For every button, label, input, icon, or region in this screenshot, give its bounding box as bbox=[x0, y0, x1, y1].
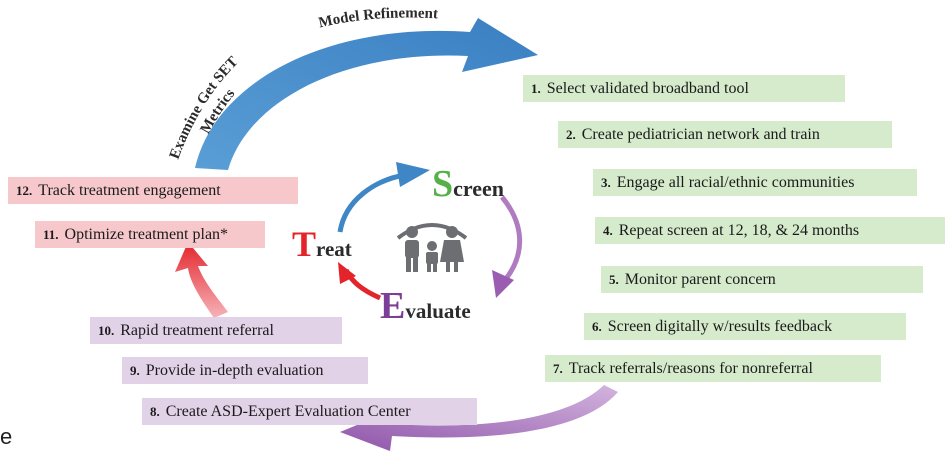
step-number: 5. bbox=[609, 272, 619, 287]
step-7-box: 7. Track referrals/reasons for nonreferra… bbox=[545, 355, 881, 382]
step-label: Provide in-depth evaluation bbox=[145, 362, 324, 379]
step-label: Rapid treatment referral bbox=[120, 322, 274, 339]
step-number: 8. bbox=[150, 404, 160, 419]
screen-initial: S bbox=[432, 163, 453, 205]
step-label: Track referrals/reasons for nonreferral bbox=[568, 360, 813, 377]
step-8-box: 8. Create ASD-Expert Evaluation Center bbox=[142, 398, 477, 425]
stray-letter: e bbox=[0, 424, 13, 449]
step-number: 9. bbox=[130, 363, 140, 378]
inner-treat-to-screen-arrow bbox=[337, 172, 406, 233]
model-refinement-arrow bbox=[195, 18, 538, 170]
step-number: 12. bbox=[16, 183, 33, 198]
family-icon bbox=[396, 223, 468, 272]
step-1-box: 1. Select validated broadband tool bbox=[523, 75, 845, 102]
step-4-box: 4. Repeat screen at 12, 18, & 24 months bbox=[595, 217, 945, 244]
step-11-box: 11. Optimize treatment plan* bbox=[35, 221, 265, 248]
step-label: Engage all racial/ethnic communities bbox=[616, 174, 855, 191]
step-12-box: 12. Track treatment engagement bbox=[8, 177, 298, 204]
step-label: Monitor parent concern bbox=[624, 271, 776, 288]
evaluate-rest: valuate bbox=[405, 299, 470, 323]
inner-screen-to-evaluate-arrowhead bbox=[492, 270, 514, 298]
inner-treat-to-screen-arrowhead bbox=[396, 162, 430, 187]
model-refinement-label: Model Refinement bbox=[317, 5, 438, 31]
step-label: Optimize treatment plan* bbox=[64, 226, 229, 243]
step-3-box: 3. Engage all racial/ethnic communities bbox=[593, 169, 917, 196]
step-number: 7. bbox=[553, 361, 563, 376]
model-refinement-label-text: Model Refinement bbox=[317, 5, 438, 31]
inner-evaluate-to-treat-arrowhead bbox=[338, 262, 356, 284]
evaluate-initial: E bbox=[380, 285, 405, 327]
step-label: Create ASD-Expert Evaluation Center bbox=[165, 403, 411, 420]
step-label: Select validated broadband tool bbox=[546, 80, 749, 97]
screen-word: Screen bbox=[432, 163, 504, 205]
screen-rest: creen bbox=[453, 176, 504, 201]
treat-initial: T bbox=[292, 224, 316, 264]
step-number: 1. bbox=[531, 81, 541, 96]
evaluate-word: Evaluate bbox=[380, 285, 471, 327]
step-2-box: 2. Create pediatrician network and train bbox=[558, 121, 892, 148]
step-number: 2. bbox=[566, 127, 576, 142]
step-6-box: 6. Screen digitally w/results feedback bbox=[584, 313, 906, 340]
outer-evaluation-arrow bbox=[340, 385, 618, 451]
step-label: Screen digitally w/results feedback bbox=[607, 318, 833, 335]
step-number: 3. bbox=[601, 175, 611, 190]
step-number: 6. bbox=[592, 319, 602, 334]
step-number: 11. bbox=[43, 227, 59, 242]
step-label: Repeat screen at 12, 18, & 24 months bbox=[618, 222, 860, 239]
treat-word: Treat bbox=[292, 224, 352, 264]
step-number: 10. bbox=[98, 323, 115, 338]
step-10-box: 10. Rapid treatment referral bbox=[90, 317, 342, 344]
step-9-box: 9. Provide in-depth evaluation bbox=[122, 357, 368, 384]
step-5-box: 5. Monitor parent concern bbox=[601, 266, 923, 293]
inner-screen-to-evaluate-arrow bbox=[500, 195, 523, 282]
step-label: Track treatment engagement bbox=[38, 182, 221, 199]
treat-rest: reat bbox=[316, 237, 352, 261]
step-number: 4. bbox=[603, 223, 613, 238]
step-label: Create pediatrician network and train bbox=[581, 126, 820, 143]
treatment-arrow bbox=[175, 242, 228, 318]
